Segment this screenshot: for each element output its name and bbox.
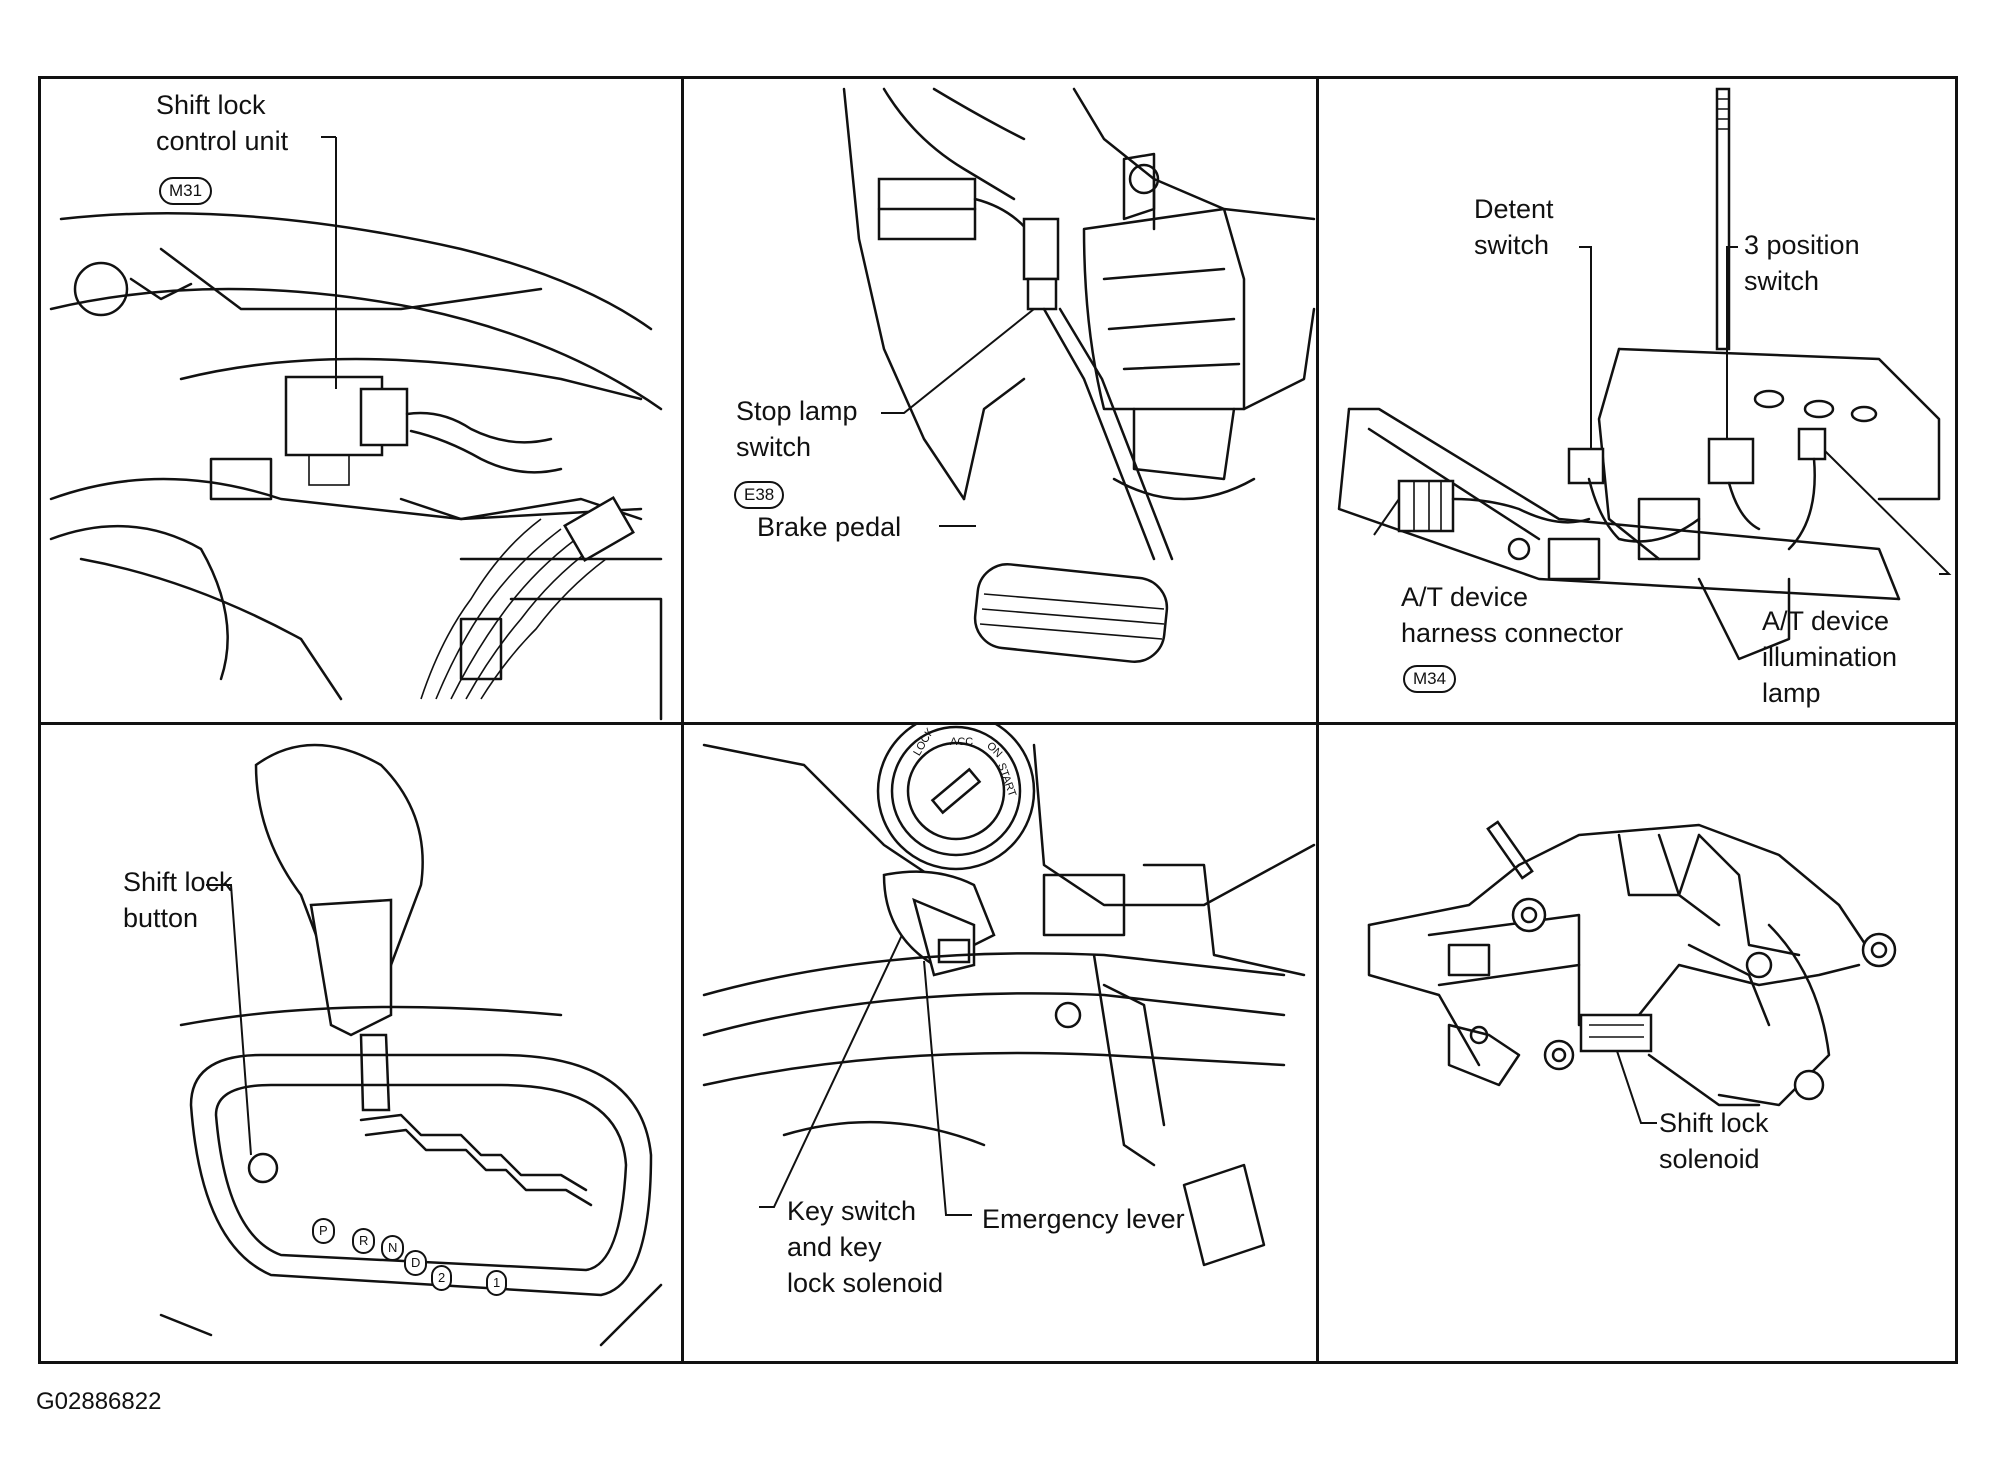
panel-shift-lock-control-unit: Shift lock control unit M31: [41, 79, 681, 722]
lamp-label-line2: illumination: [1762, 642, 1898, 672]
three-position-switch-icon: [1707, 437, 1755, 485]
gear-position-2: 2: [431, 1265, 453, 1291]
key-switch-label-line3: lock solenoid: [787, 1268, 944, 1298]
harness-label-line1: A/T device: [1401, 582, 1529, 612]
detent-switch-icon: [1567, 447, 1605, 485]
detent-label-line2: switch: [1474, 230, 1550, 260]
key-switch-label-line2: and key: [787, 1232, 882, 1262]
harness-connector-icon: [1397, 479, 1455, 533]
control-unit-label-line1: Shift lock: [156, 90, 266, 120]
at-device-drawing: [1337, 87, 1952, 661]
gear-position-r: R: [352, 1228, 376, 1254]
gear-position-n: N: [381, 1235, 405, 1261]
gear-position-1: 1: [486, 1270, 508, 1296]
gear-position-d: D: [404, 1250, 428, 1276]
control-unit-label-line2: control unit: [156, 126, 289, 156]
figure-id: G02886822: [36, 1388, 162, 1415]
solenoid-label-line1: Shift lock: [1659, 1108, 1769, 1138]
lamp-label-line1: A/T device: [1762, 606, 1890, 636]
panel-key-switch: Key switch and key lock solenoid Emergen…: [684, 725, 1316, 1361]
shift-rod-icon: [1486, 820, 1534, 880]
emergency-lever-label: Emergency lever: [982, 1204, 1185, 1234]
key-switch-label-line1: Key switch: [787, 1196, 917, 1226]
connector-tag-m31: M31: [159, 177, 213, 205]
grid-divider: [41, 722, 1955, 725]
shift-lock-button-icon: [247, 1152, 279, 1184]
emergency-lever-icon: [937, 938, 971, 964]
panel-shift-lock-button: Shift lock button P R N D 2 1: [41, 725, 681, 1361]
solenoid-label-line2: solenoid: [1659, 1144, 1760, 1174]
connector-tag-e38: E38: [734, 481, 785, 509]
grid-divider: [1316, 79, 1319, 1361]
ignition-position-acc: ACC: [950, 736, 974, 748]
shift-lock-button-label-line2: button: [123, 903, 199, 933]
shift-lever-drawing: [159, 743, 663, 1347]
three-position-label-line2: switch: [1744, 266, 1820, 296]
connector-tag-m34: M34: [1403, 665, 1457, 693]
stop-lamp-label-line2: switch: [736, 432, 812, 462]
panel-at-device: Detent switch 3 position switch A/T devi…: [1319, 79, 1955, 722]
shift-lock-button-label-line1: Shift lock: [123, 867, 233, 897]
shift-lock-solenoid-icon: [1579, 1013, 1653, 1053]
panel-shift-lock-solenoid: Shift lock solenoid: [1319, 725, 1955, 1361]
gear-position-p: P: [312, 1218, 335, 1244]
shift-assembly-drawing: [1367, 820, 1897, 1124]
illumination-lamp-icon: [1797, 427, 1827, 461]
brake-pedal-drawing: [842, 87, 1316, 663]
diagram-grid: Shift lock control unit M31: [38, 76, 1958, 1364]
grid-divider: [681, 79, 684, 1361]
key-slot-icon: [930, 767, 982, 815]
shift-assembly-bolt-icon: [1793, 1069, 1825, 1101]
brake-pedal-label: Brake pedal: [757, 512, 902, 542]
three-position-label-line1: 3 position: [1744, 230, 1860, 260]
detent-label-line1: Detent: [1474, 194, 1554, 224]
panel-stop-lamp-switch: Stop lamp switch E38 Brake pedal: [684, 79, 1316, 722]
control-unit-drawing: [49, 136, 663, 721]
lamp-label-line3: lamp: [1762, 678, 1821, 708]
harness-label-line2: harness connector: [1401, 618, 1624, 648]
stop-lamp-label-line1: Stop lamp: [736, 396, 858, 426]
key-switch-drawing: [702, 725, 1316, 1267]
brake-pedal-icon: [973, 563, 1169, 663]
